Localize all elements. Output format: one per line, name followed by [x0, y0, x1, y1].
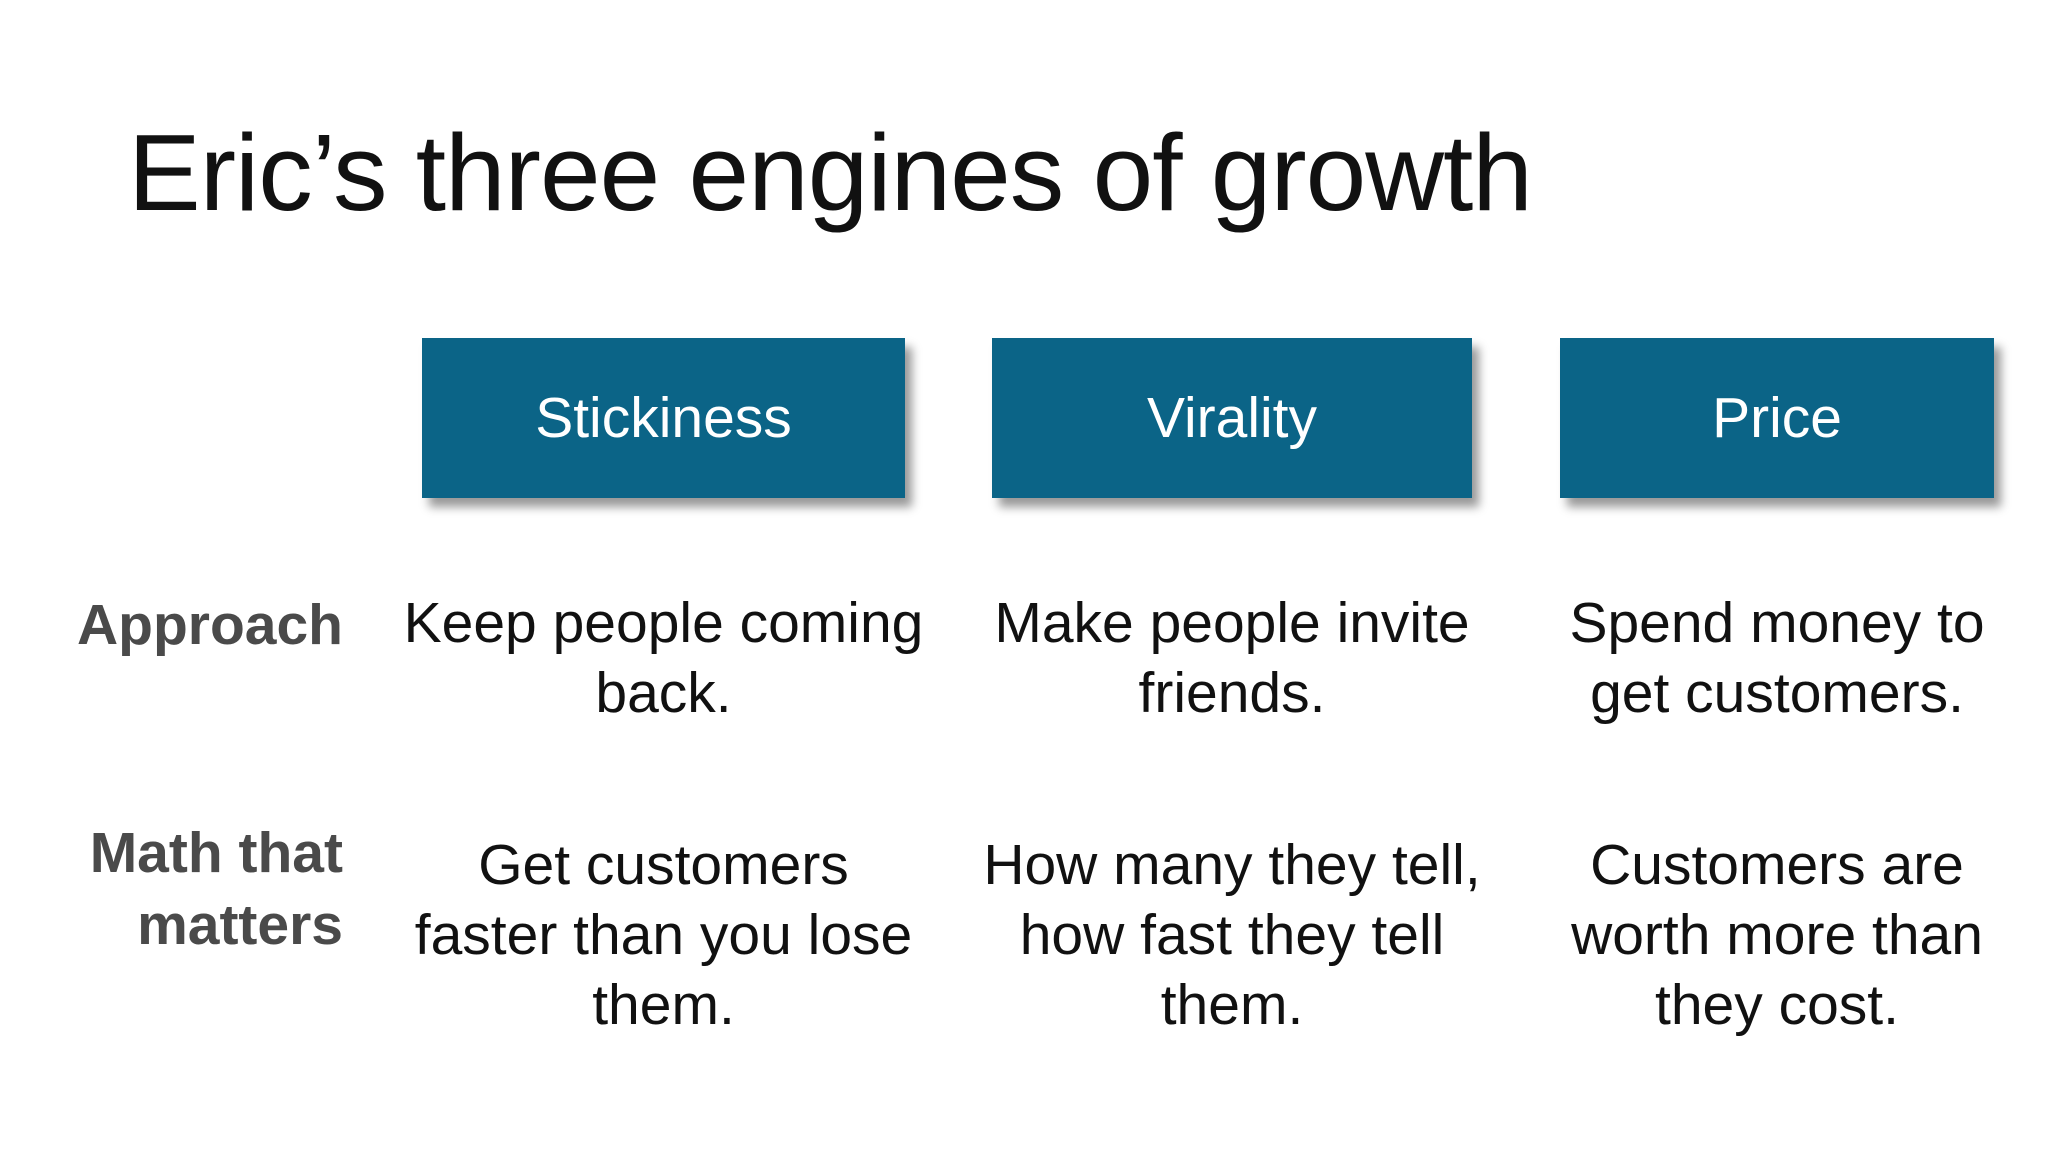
cell-price-math: Customers are worth more than they cost.	[1571, 833, 1983, 1037]
cell-virality-math: How many they tell, how fast they tell t…	[983, 833, 1481, 1037]
header-stickiness: Stickiness	[422, 338, 905, 498]
header-price: Price	[1560, 338, 1994, 498]
slide-title: Eric’s three engines of growth	[128, 112, 1533, 234]
row-label-approach: Approach	[76, 593, 343, 657]
row-label-math: Math that matters	[89, 821, 343, 957]
cell-stickiness-math: Get customers faster than you lose them.	[414, 833, 913, 1037]
cell-stickiness-approach: Keep people coming back.	[403, 591, 924, 725]
cell-virality-approach: Make people invite friends.	[994, 591, 1470, 725]
header-virality: Virality	[992, 338, 1472, 498]
cell-price-approach: Spend money to get customers.	[1569, 591, 1985, 725]
